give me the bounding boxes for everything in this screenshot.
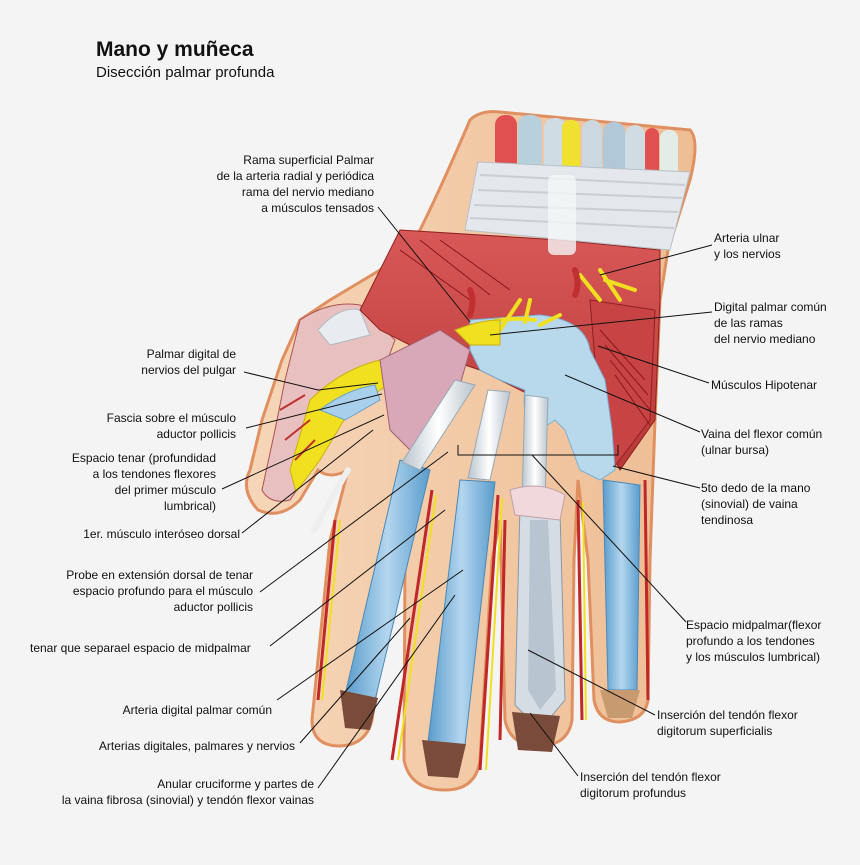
label-probe-extension: Probe en extensión dorsal de tenar espac… [66, 568, 253, 614]
page-title: Mano y muñeca [96, 38, 254, 61]
label-vaina-flexor-comun: Vaina del flexor común (ulnar bursa) [701, 427, 823, 457]
label-palmar-digital-pulgar: Palmar digital de nervios del pulgar [141, 347, 236, 377]
label-rama-superficial: Rama superficial Palmar de la arteria ra… [216, 153, 374, 215]
label-espacio-midpalmar: Espacio midpalmar(flexor profundo a los … [686, 618, 822, 664]
label-interoseo-dorsal: 1er. músculo interóseo dorsal [83, 527, 240, 541]
leader-lines [221, 206, 713, 789]
label-insercion-superficialis: Inserción del tendón flexor digitorum su… [657, 708, 798, 738]
palm-nerves [454, 267, 637, 346]
label-digital-palmar-comun: Digital palmar común de las ramas del ne… [714, 300, 827, 346]
label-anular-cruciforme: Anular cruciforme y partes de la vaina f… [61, 777, 314, 807]
label-arteria-ulnar: Arteria ulnar y los nervios [714, 231, 781, 261]
probe [311, 467, 351, 533]
thumb-region [261, 303, 396, 502]
page-subtitle: Disección palmar profunda [96, 64, 275, 81]
finger-middle [422, 389, 511, 778]
label-espacio-tenar: Espacio tenar (profundidad a los tendone… [71, 451, 216, 513]
label-quinto-dedo: 5to dedo de la mano (sinovial) de vaina … [701, 481, 811, 527]
label-tenar-separa: tenar que separael espacio de midpalmar [30, 641, 251, 655]
label-insercion-profundus: Inserción del tendón flexor digitorum pr… [580, 770, 721, 800]
label-arterias-digitales: Arterias digitales, palmares y nervios [98, 739, 295, 753]
label-musculos-hipotenar: Músculos Hipotenar [711, 378, 818, 392]
label-arteria-digital-comun: Arteria digital palmar común [122, 703, 272, 717]
wrist-tendons [464, 115, 691, 255]
finger-index [340, 379, 476, 730]
digital-vessels [316, 479, 650, 771]
finger-ring [509, 394, 566, 752]
finger-little [600, 479, 641, 718]
label-fascia-aductor: Fascia sobre el músculo aductor pollicis [106, 411, 236, 441]
